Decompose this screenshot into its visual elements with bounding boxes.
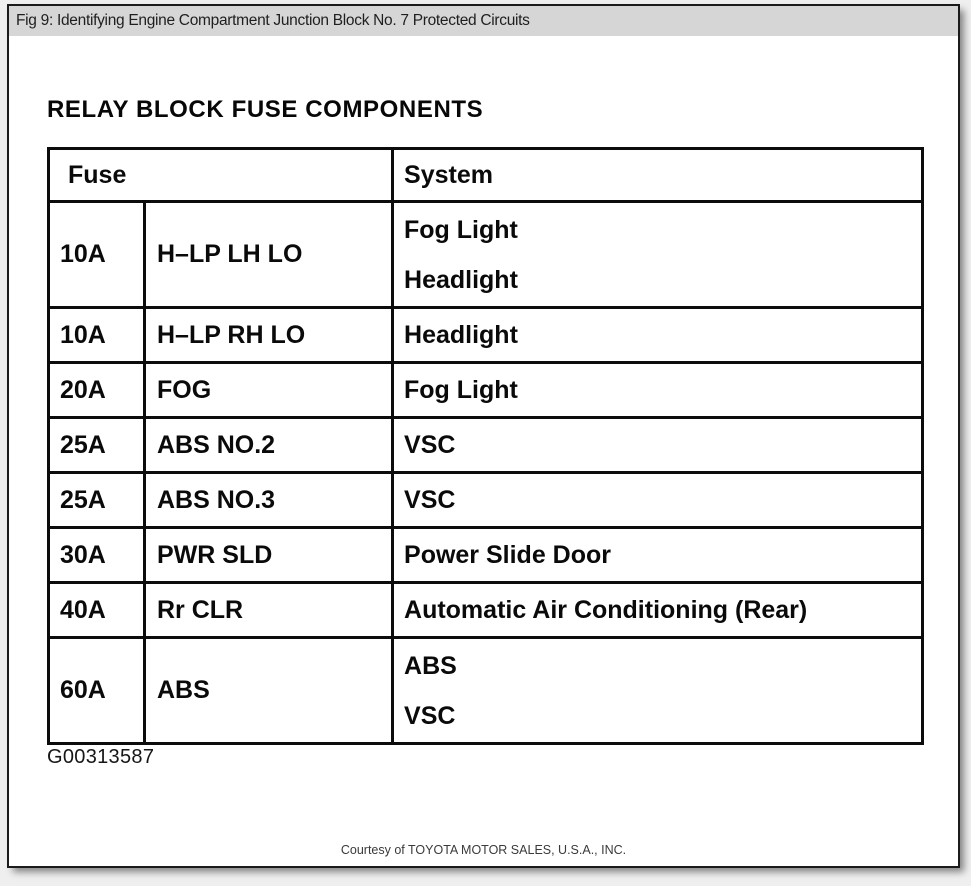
fuse-name-cell: H–LP RH LO [142, 306, 395, 364]
page-title: RELAY BLOCK FUSE COMPONENTS [47, 96, 484, 123]
fuse-name-cell: ABS [142, 636, 395, 745]
fuse-amp-cell: 40A [47, 581, 146, 639]
fuse-amp-cell: 60A [47, 636, 146, 745]
system-cell: Power Slide Door [391, 526, 925, 584]
fuse-amp-cell: 30A [47, 526, 146, 584]
fuse-name-cell: H–LP LH LO [142, 200, 395, 309]
system-cell: VSC [391, 416, 925, 474]
figure-id: G00313587 [47, 746, 155, 768]
system-line: Automatic Air Conditioning (Rear) [404, 596, 808, 624]
system-line: VSC [404, 431, 456, 459]
system-line: Headlight [404, 265, 518, 294]
column-header-system: System [391, 147, 925, 203]
column-header-fuse: Fuse [46, 147, 395, 203]
system-line: Power Slide Door [404, 541, 611, 569]
system-line: Headlight [404, 321, 518, 349]
system-cell: Fog Light [391, 361, 925, 419]
figure-window: Fig 9: Identifying Engine Compartment Ju… [7, 4, 960, 868]
system-line: VSC [404, 701, 456, 730]
fuse-amp-cell: 25A [47, 471, 146, 529]
fuse-name-cell: ABS NO.3 [142, 471, 395, 529]
system-cell: ABS VSC [391, 636, 925, 745]
fuse-name-cell: FOG [142, 361, 395, 419]
table-header-row: Fuse System [46, 147, 925, 203]
fuse-name-cell: Rr CLR [142, 581, 395, 639]
system-line: Fog Light [404, 376, 518, 404]
fuse-name-cell: PWR SLD [142, 526, 395, 584]
fuse-name-cell: ABS NO.2 [142, 416, 395, 474]
system-line: ABS [404, 651, 457, 680]
fuse-amp-cell: 20A [47, 361, 146, 419]
fuse-amp-cell: 10A [47, 200, 146, 309]
system-cell: Headlight [391, 306, 925, 364]
fuse-amp-cell: 25A [47, 416, 146, 474]
fuse-amp-cell: 10A [47, 306, 146, 364]
figure-caption-bar: Fig 9: Identifying Engine Compartment Ju… [9, 6, 958, 36]
figure-caption: Fig 9: Identifying Engine Compartment Ju… [16, 12, 530, 29]
system-line: VSC [404, 486, 456, 514]
system-cell: VSC [391, 471, 925, 529]
courtesy-note: Courtesy of TOYOTA MOTOR SALES, U.S.A., … [340, 843, 627, 857]
system-cell: Automatic Air Conditioning (Rear) [391, 581, 925, 639]
system-line: Fog Light [404, 215, 518, 244]
